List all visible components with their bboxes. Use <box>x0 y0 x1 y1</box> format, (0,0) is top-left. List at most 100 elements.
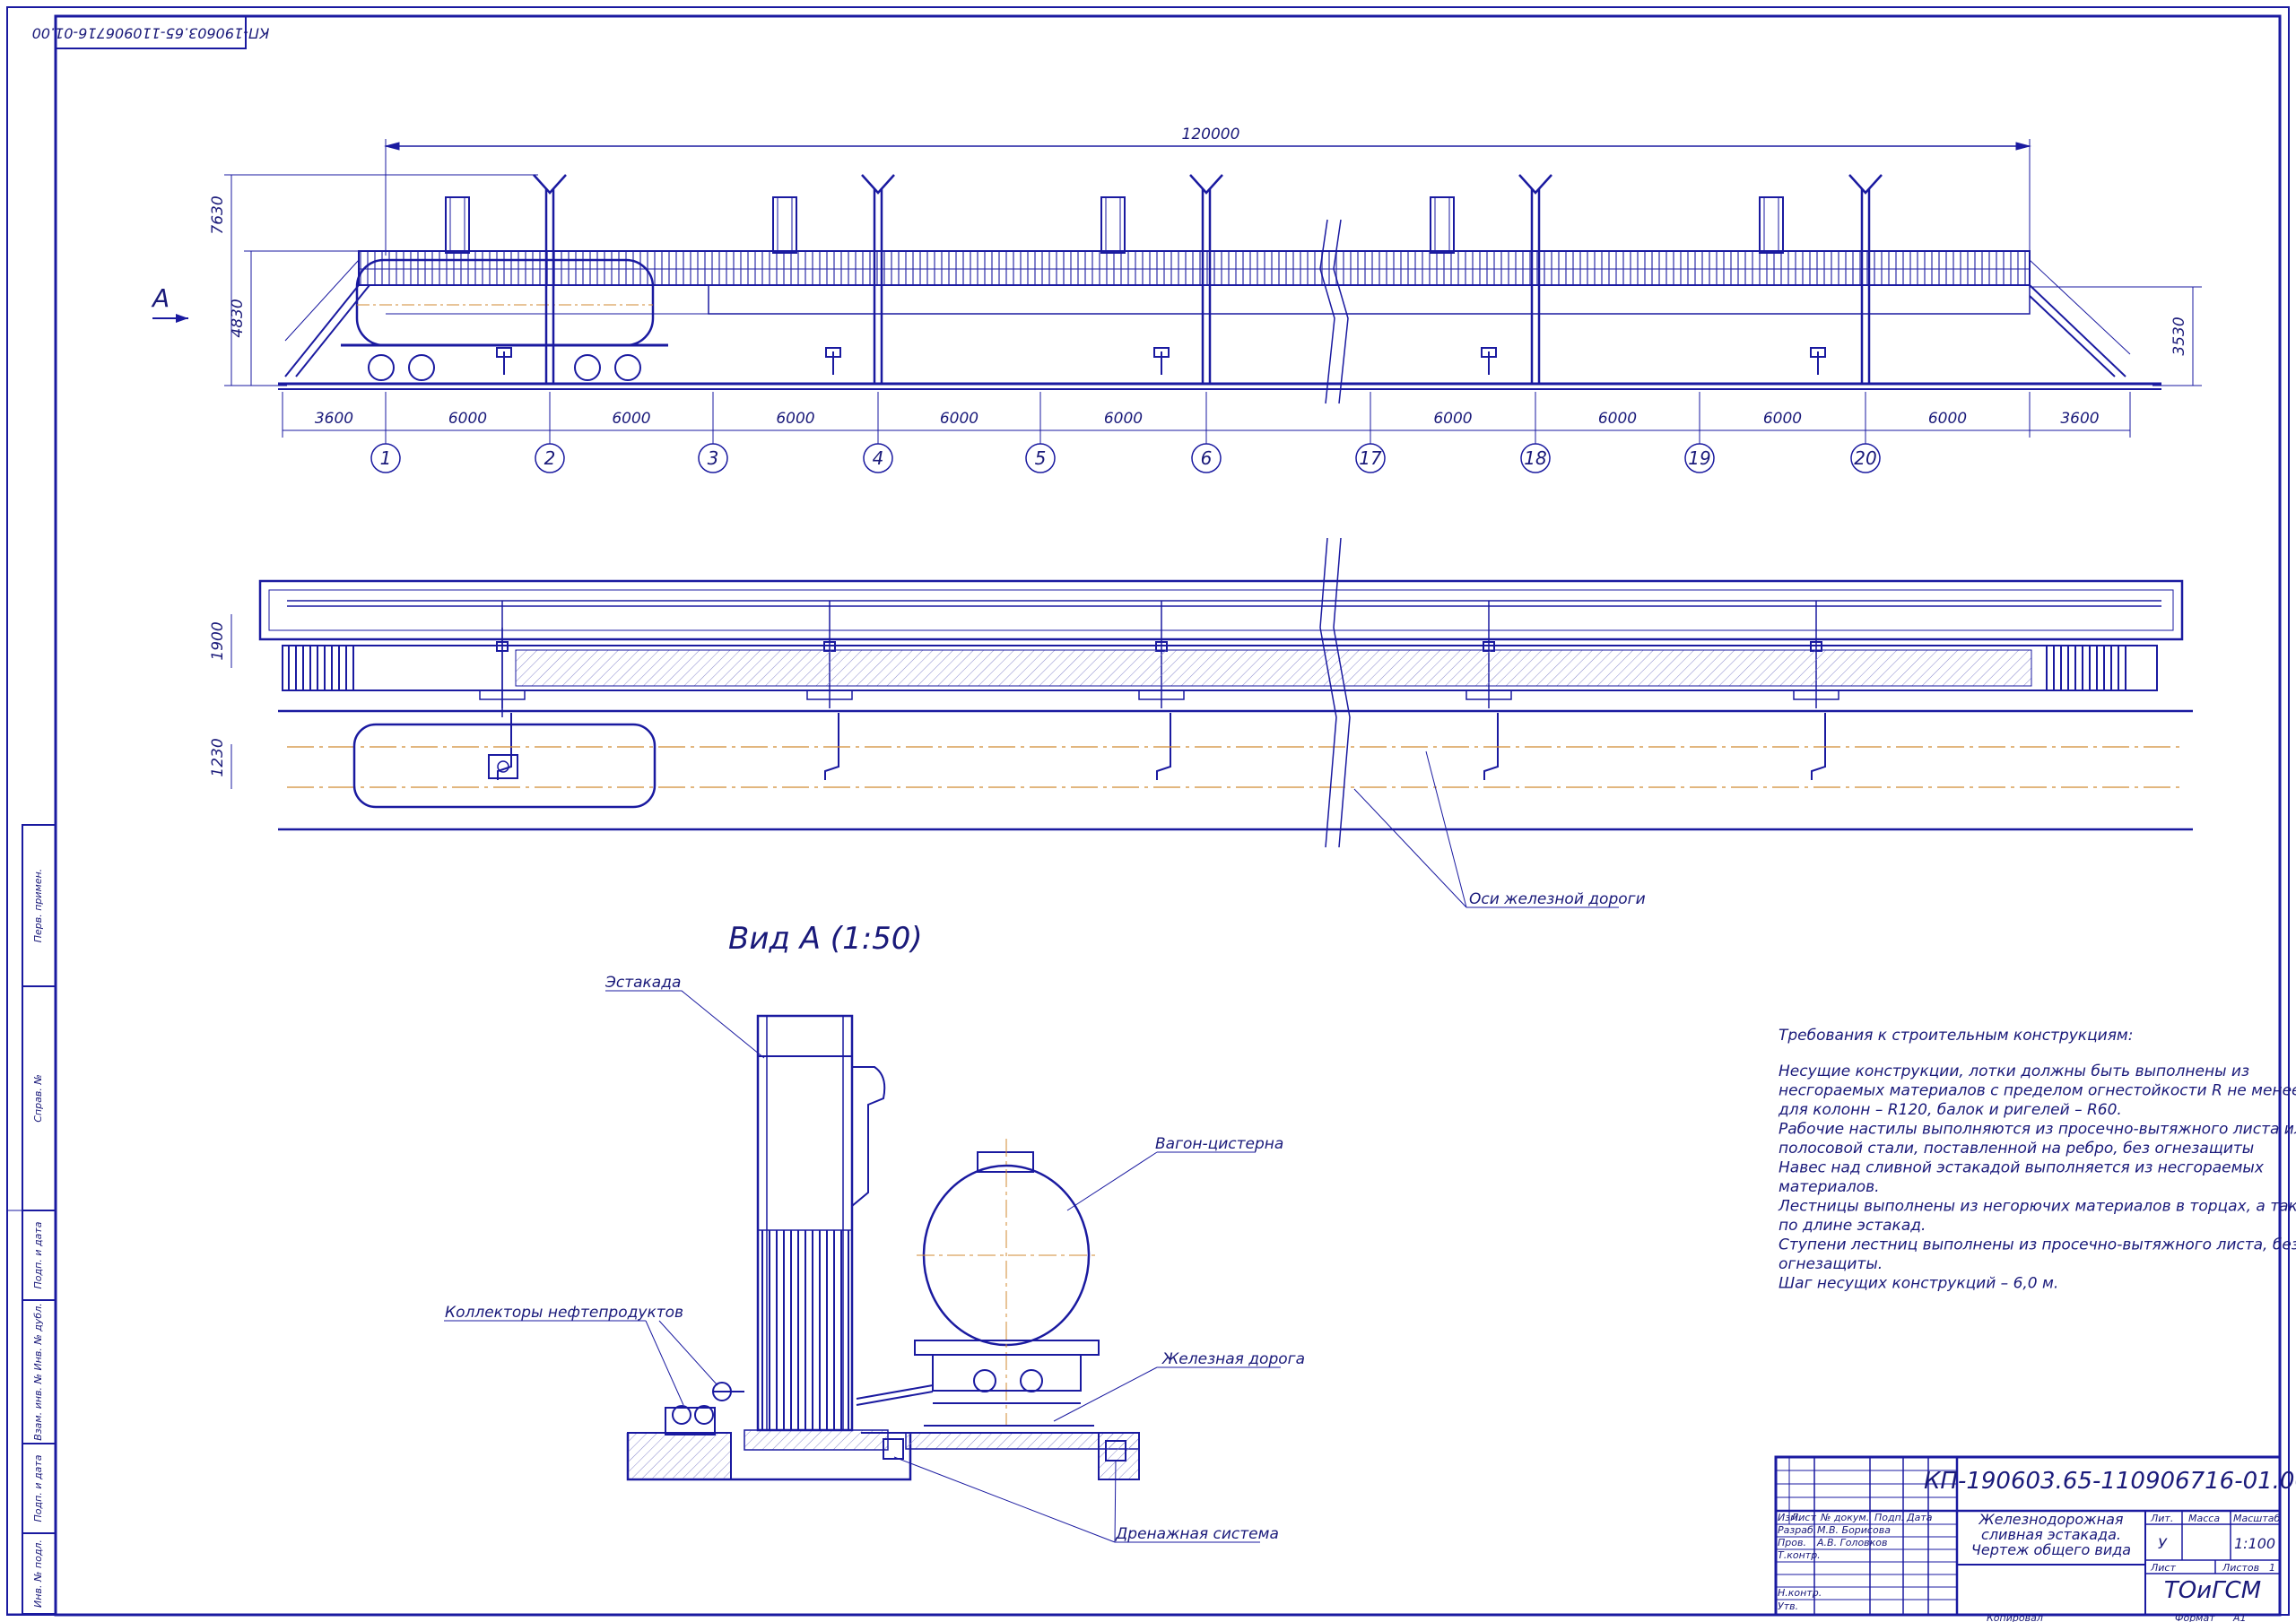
axis-number: 20 <box>1854 447 1876 469</box>
requirement-line: Ступени лестниц выполнены из просечно-вы… <box>1779 1236 2296 1254</box>
loading-stand <box>445 196 470 254</box>
top-code-text: КП-190603.65-110906716-01.00 <box>32 25 270 42</box>
requirement-line: материалов. <box>1779 1178 1880 1196</box>
drain-valve <box>1481 347 1497 358</box>
hdr-izm: Изм. <box>1778 1512 1801 1523</box>
format-label: Формат <box>2175 1612 2215 1622</box>
plan-arm <box>1483 713 1499 780</box>
stamp-perv-primen: Перв. примен. <box>32 869 44 943</box>
stamp-inv-podl: Инв. № подл. <box>32 1540 44 1608</box>
requirement-line: полосовой стали, поставленной на ребро, … <box>1779 1140 2254 1158</box>
axis-marker <box>1684 443 1715 473</box>
view-a-arrow: А <box>151 283 188 323</box>
plan-dim-bottom: 1230 <box>209 738 227 776</box>
axis-number: 4 <box>873 447 884 469</box>
requirement-line: по длине эстакад. <box>1779 1217 1926 1235</box>
title-code: КП-190603.65-110906716-01.00 <box>1924 1468 2296 1495</box>
person-prov: А.В. Головков <box>1816 1537 1888 1548</box>
stamp-vzam-inv: Взам. инв. № Инв. № дубл. <box>32 1303 44 1440</box>
lit-value: У <box>2158 1535 2168 1552</box>
plan-arm <box>824 713 839 780</box>
hdr-list: Лист <box>1790 1512 1816 1523</box>
axis-number: 19 <box>1688 447 1710 469</box>
axis-marker <box>698 443 728 473</box>
role-tkontr: Т.контр. <box>1778 1549 1821 1561</box>
stamp-podp-data-1: Подп. и дата <box>32 1221 44 1288</box>
label-railway: Железная дорога <box>1161 1350 1305 1368</box>
axis-marker <box>1191 443 1222 473</box>
col-massa: Масса <box>2188 1513 2220 1524</box>
requirement-line: Рабочие настилы выполняются из просечно-… <box>1779 1121 2296 1139</box>
elevation-view: 120000 7630 4830 3530 <box>209 126 2202 404</box>
axis-marker <box>1520 443 1551 473</box>
spacing-dim: 6000 <box>940 410 978 428</box>
spacing-dim: 6000 <box>1763 410 1802 428</box>
drain-valve <box>1810 347 1826 358</box>
requirement-line: огнезащиты. <box>1779 1255 1883 1273</box>
axis-marker <box>370 443 401 473</box>
loading-stand <box>1100 196 1126 254</box>
axis-number: 2 <box>544 447 556 469</box>
axis-marker <box>535 443 565 473</box>
inner-frame <box>54 14 2282 1617</box>
spacing-dim: 6000 <box>776 410 814 428</box>
title-name-2: сливная эстакада. <box>1981 1526 2121 1543</box>
requirement-line: Лестницы выполнены из негорючих материал… <box>1778 1198 2296 1216</box>
plan-view: 1900 1230 <box>209 537 2193 908</box>
label-estakada: Эстакада <box>604 974 681 992</box>
section-title: Вид А (1:50) <box>728 921 923 957</box>
spacing-dim: 6000 <box>448 410 487 428</box>
section-view <box>444 990 1281 1543</box>
person-razrab: М.В. Борисова <box>1817 1524 1891 1536</box>
title-block <box>1774 1455 2282 1617</box>
plan-arm <box>497 713 512 780</box>
title-name-3: Чертеж общего вида <box>1971 1541 2131 1558</box>
stamp-podp-data-2: Подп. и дата <box>32 1454 44 1522</box>
copied-label: Копировал <box>1987 1612 2043 1622</box>
axis-marker <box>863 443 893 473</box>
axis-marker <box>1850 443 1881 473</box>
rail-axes-label: Оси железной дороги <box>1469 890 1646 908</box>
spacing-dim: 6000 <box>1598 410 1637 428</box>
axis-number: 6 <box>1201 447 1213 469</box>
axis-marker <box>1025 443 1056 473</box>
requirement-line: для колонн – R120, балок и ригелей – R60… <box>1778 1101 2122 1119</box>
scale-value: 1:100 <box>2234 1535 2275 1552</box>
drain-valve <box>496 347 512 358</box>
requirement-line: Шаг несущих конструкций – 6,0 м. <box>1779 1275 2058 1293</box>
axis-marker <box>1355 443 1386 473</box>
label-drainage: Дренажная система <box>1115 1525 1279 1543</box>
stamp-sprav: Справ. № <box>32 1074 44 1123</box>
loading-stand <box>1430 196 1455 254</box>
spacing-dim: 6000 <box>612 410 650 428</box>
col-masshtab: Масштаб <box>2233 1513 2280 1524</box>
view-a-label: А <box>151 283 170 313</box>
overall-length-dim: 120000 <box>1182 126 1240 143</box>
col-lit: Лит. <box>2150 1513 2173 1524</box>
role-razrab: Разраб. <box>1778 1524 1816 1536</box>
axis-number: 18 <box>1524 447 1546 469</box>
requirement-line: Навес над сливной эстакадой выполняется … <box>1779 1159 2265 1177</box>
top-code-box: КП-190603.65-110906716-01.00 <box>32 15 270 49</box>
axis-number: 5 <box>1035 447 1047 469</box>
sheets-value: 1 <box>2269 1562 2275 1574</box>
height-total-dim: 7630 <box>209 195 227 234</box>
height-platform-dim: 4830 <box>229 299 247 337</box>
axis-number: 17 <box>1359 447 1382 469</box>
hdr-doc: № докум. <box>1820 1512 1869 1523</box>
label-tank: Вагон-цистерна <box>1155 1135 1283 1153</box>
plan-dim-top: 1900 <box>209 621 227 660</box>
org-name: ТОиГСМ <box>2164 1577 2261 1604</box>
role-nkontr: Н.контр. <box>1778 1587 1822 1599</box>
side-stamps: Перв. примен. Справ. № Подп. и дата Взам… <box>6 824 57 1615</box>
loading-stand <box>772 196 797 254</box>
format-value: А1 <box>2232 1612 2247 1622</box>
loading-stand <box>1759 196 1784 254</box>
requirement-line: несгораемых материалов с пределом огнест… <box>1779 1082 2296 1100</box>
drain-valve <box>1153 347 1170 358</box>
role-prov: Пров. <box>1778 1537 1806 1548</box>
outer-frame <box>6 6 2290 1616</box>
spacing-dim: 6000 <box>1433 410 1472 428</box>
requirement-line: Несущие конструкции, лотки должны быть в… <box>1779 1063 2249 1080</box>
